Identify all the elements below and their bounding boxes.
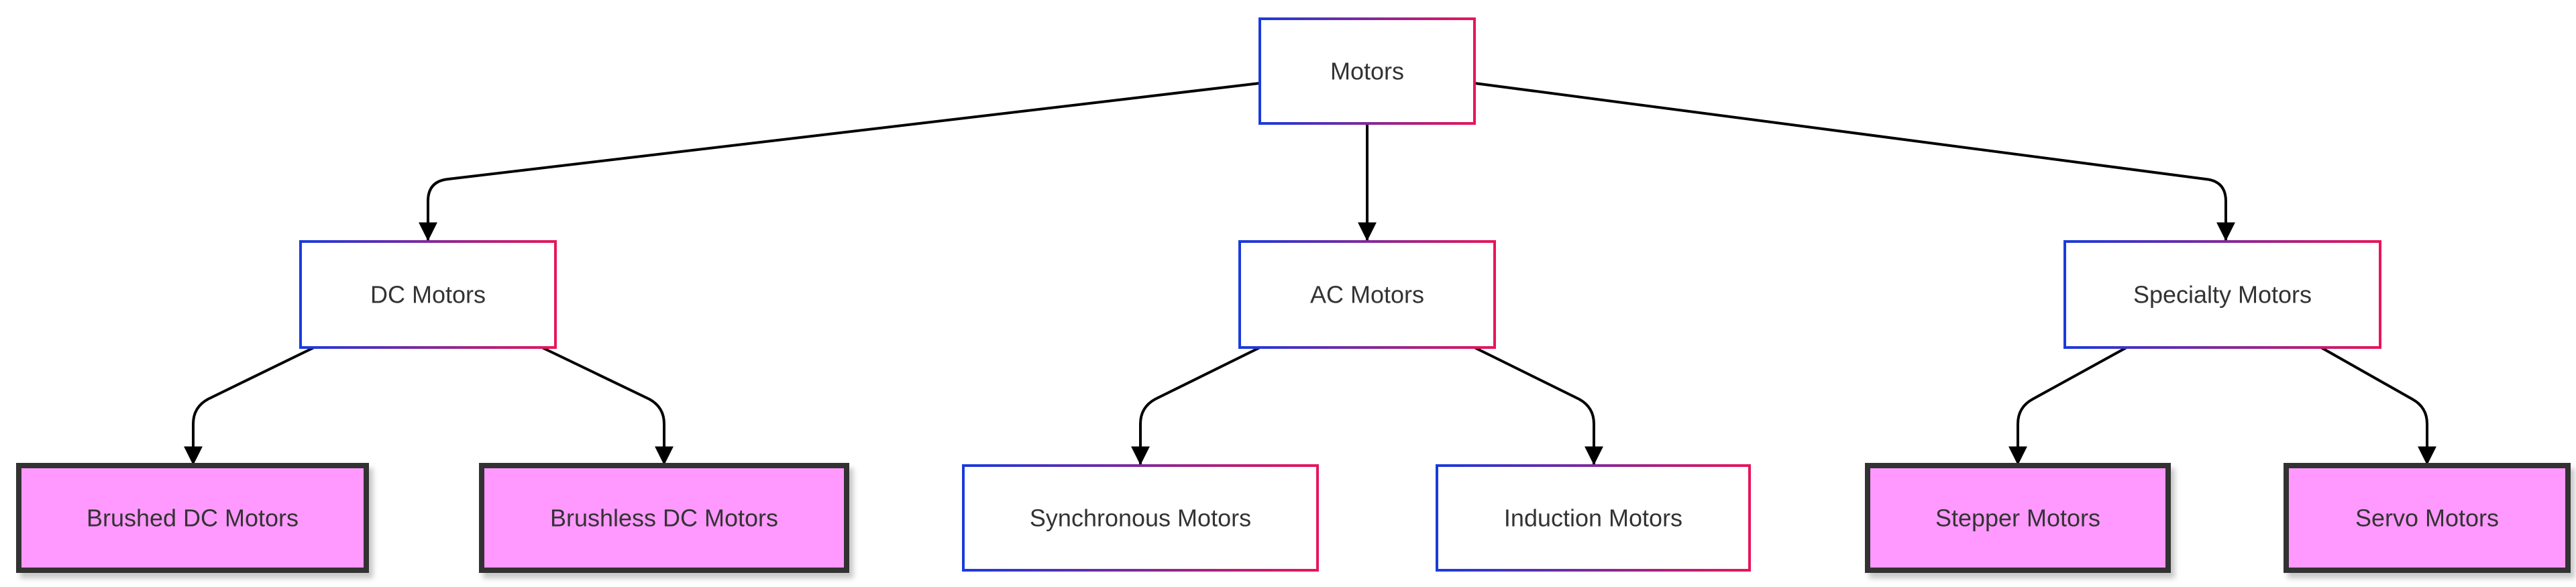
node-ac-motors-label: AC Motors (1310, 281, 1424, 309)
node-dc-motors: DC Motors (299, 240, 557, 349)
edge-specialty-servo (2320, 346, 2436, 466)
edge-ac-synchronous (1131, 346, 1260, 466)
node-stepper-motors-label: Stepper Motors (1935, 504, 2100, 532)
nodes-layer: Motors DC Motors AC Motors Specialty Mot… (16, 17, 2571, 573)
node-motors-label: Motors (1330, 58, 1404, 85)
node-motors: Motors (1258, 17, 1476, 125)
edge-dc-brushed (184, 346, 315, 466)
node-servo-motors-label: Servo Motors (2355, 504, 2499, 532)
node-brushless-dc-motors-label: Brushless DC Motors (550, 504, 778, 532)
edge-motors-dc (419, 82, 1260, 242)
node-specialty-motors: Specialty Motors (2063, 240, 2381, 349)
node-brushed-dc-motors: Brushed DC Motors (16, 463, 369, 573)
node-induction-motors: Induction Motors (1436, 464, 1751, 572)
node-ac-motors: AC Motors (1238, 240, 1496, 349)
node-brushless-dc-motors: Brushless DC Motors (479, 463, 849, 573)
node-specialty-motors-label: Specialty Motors (2133, 281, 2312, 309)
edge-specialty-stepper (2008, 346, 2127, 466)
node-dc-motors-label: DC Motors (370, 281, 486, 309)
node-synchronous-motors-label: Synchronous Motors (1030, 504, 1251, 532)
node-servo-motors: Servo Motors (2284, 463, 2571, 573)
node-synchronous-motors: Synchronous Motors (962, 464, 1319, 572)
edge-dc-brushless (541, 346, 674, 466)
node-stepper-motors: Stepper Motors (1865, 463, 2171, 573)
edges-layer (184, 82, 2436, 466)
node-brushed-dc-motors-label: Brushed DC Motors (87, 504, 299, 532)
node-induction-motors-label: Induction Motors (1504, 504, 1682, 532)
edge-motors-specialty (1474, 82, 2235, 242)
edge-ac-induction (1474, 346, 1603, 466)
